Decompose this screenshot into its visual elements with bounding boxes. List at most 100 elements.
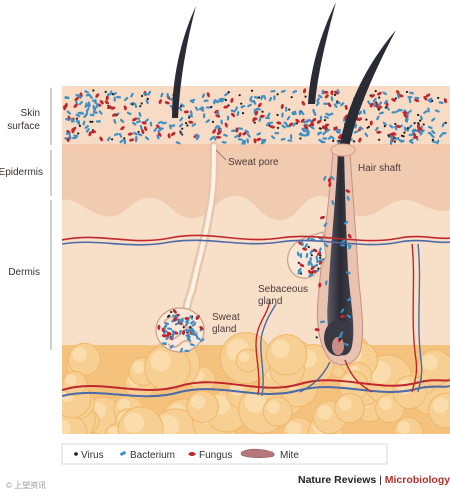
virus	[288, 108, 291, 111]
fungus	[235, 127, 239, 133]
legend-mite-marker	[240, 448, 275, 458]
bacterium	[376, 115, 380, 121]
bacterium	[340, 102, 345, 107]
fungus	[90, 130, 97, 134]
label-sebaceous-2: gland	[258, 296, 282, 307]
bacterium	[389, 135, 394, 140]
virus	[394, 122, 397, 126]
virus	[258, 96, 261, 99]
fungus	[71, 128, 75, 134]
bacterium	[336, 89, 340, 94]
virus	[393, 140, 396, 143]
fungus	[104, 100, 110, 105]
bacterium	[84, 90, 90, 94]
virus	[276, 113, 279, 117]
bacterium	[181, 317, 184, 323]
bacterium	[156, 134, 160, 140]
fungus	[242, 131, 248, 136]
bacterium	[389, 124, 394, 129]
virus	[131, 103, 134, 106]
virus	[417, 122, 420, 125]
bacterium	[226, 115, 230, 121]
bacterium	[124, 96, 129, 102]
fungus	[276, 121, 282, 125]
bacterium	[374, 126, 379, 132]
bacterium	[65, 117, 70, 122]
bacterium	[113, 96, 116, 102]
legend-virus-label: Virus	[81, 450, 104, 461]
bacterium	[431, 117, 436, 122]
fungus	[166, 332, 171, 337]
bacterium	[179, 347, 184, 353]
label-dermis: Dermis	[8, 267, 40, 278]
virus	[336, 100, 339, 103]
bacterium	[71, 117, 75, 123]
bacterium	[382, 91, 388, 96]
bacterium	[265, 121, 270, 127]
fungus	[63, 105, 67, 111]
credit-separator: |	[376, 474, 385, 486]
bacterium	[265, 116, 271, 120]
bacterium	[142, 92, 148, 96]
bacterium	[195, 135, 200, 141]
bacterium	[246, 133, 251, 138]
watermark: © 上望资讯	[6, 481, 47, 490]
bacterium	[427, 107, 430, 113]
virus	[378, 96, 381, 99]
virus	[332, 139, 335, 142]
bacterium	[383, 99, 388, 105]
virus	[323, 119, 327, 122]
vessel-vertical-right-vein	[417, 243, 423, 393]
bacterium	[224, 92, 229, 97]
fungus	[327, 177, 332, 183]
bacterium	[389, 139, 393, 145]
bacterium	[260, 95, 264, 100]
bacterium	[340, 243, 346, 247]
bacterium	[333, 103, 338, 109]
fat-cell-highlight	[244, 391, 267, 414]
hair-exit-pore	[330, 143, 356, 157]
bacterium	[330, 96, 334, 102]
fungus	[443, 98, 448, 104]
fungus	[301, 100, 306, 106]
bacterium	[178, 123, 184, 128]
bacterium	[194, 332, 199, 338]
virus	[140, 102, 143, 105]
bacterium	[116, 95, 121, 99]
bacterium	[258, 116, 262, 122]
bacterium	[261, 138, 267, 142]
bacterium	[309, 256, 312, 262]
bacterium	[186, 335, 190, 341]
bacterium	[73, 134, 79, 138]
fungus	[330, 90, 334, 96]
bacterium	[145, 99, 149, 105]
bacterium	[322, 131, 327, 136]
bacterium	[119, 118, 125, 123]
bacterium	[180, 103, 185, 108]
bacterium	[308, 273, 314, 278]
hair-shaft-root	[327, 150, 354, 356]
bacterium	[163, 324, 168, 330]
bacterium	[382, 121, 388, 126]
virus	[338, 139, 341, 143]
bacterium	[299, 253, 303, 259]
hair-strand-middle	[308, 2, 336, 104]
hair-papilla	[332, 337, 344, 355]
virus	[417, 113, 420, 117]
bacterium	[341, 239, 347, 243]
bacterium	[427, 125, 433, 130]
bacterium	[322, 137, 328, 140]
label-hair-shaft: Hair shaft	[358, 163, 401, 174]
bacterium	[325, 112, 330, 117]
bacterium	[249, 96, 253, 101]
bacterium	[262, 94, 267, 100]
bacterium	[396, 93, 400, 99]
bacterium	[157, 128, 162, 133]
bacterium	[66, 110, 72, 115]
bacterium	[221, 141, 227, 144]
bacterium	[89, 113, 95, 117]
bacterium	[92, 107, 97, 113]
legend-item-bacterium: Bacterium	[120, 450, 175, 461]
fungus	[324, 123, 330, 128]
bacterium	[325, 128, 331, 133]
